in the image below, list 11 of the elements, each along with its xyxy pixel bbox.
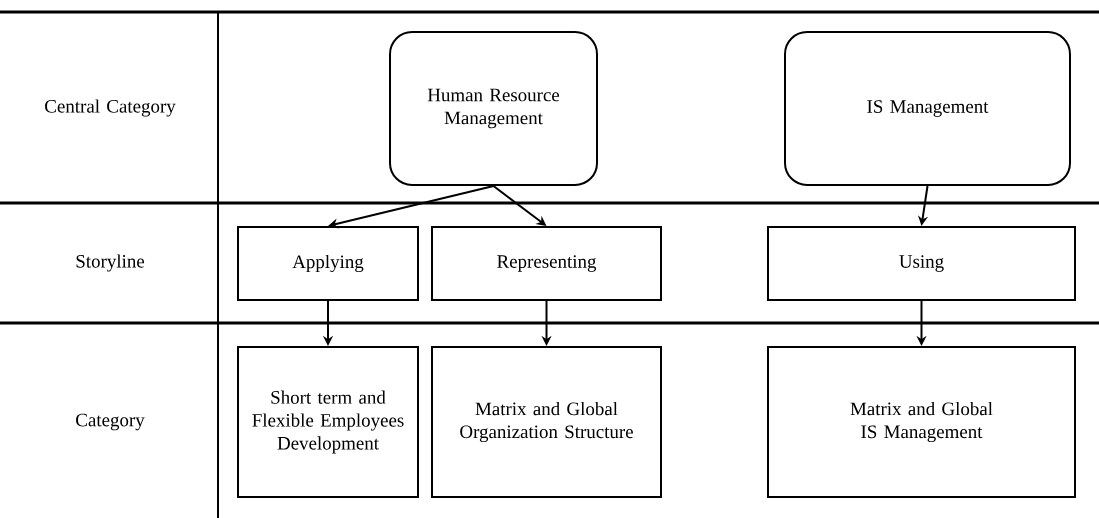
process-box: Matrix and Global IS Management bbox=[767, 346, 1076, 498]
process-box: Representing bbox=[431, 226, 662, 301]
rounded-box: Human Resource Management bbox=[389, 31, 598, 186]
process-box: Using bbox=[767, 226, 1076, 301]
row-header: Central Category bbox=[45, 99, 176, 117]
process-box: Matrix and Global Organization Structure bbox=[431, 346, 662, 498]
row-header: Category bbox=[76, 413, 145, 431]
process-box: Short term and Flexible Employees Development bbox=[237, 346, 419, 498]
row-header: Storyline bbox=[76, 254, 145, 272]
rounded-box: IS Management bbox=[784, 31, 1071, 186]
process-box: Applying bbox=[237, 226, 419, 301]
